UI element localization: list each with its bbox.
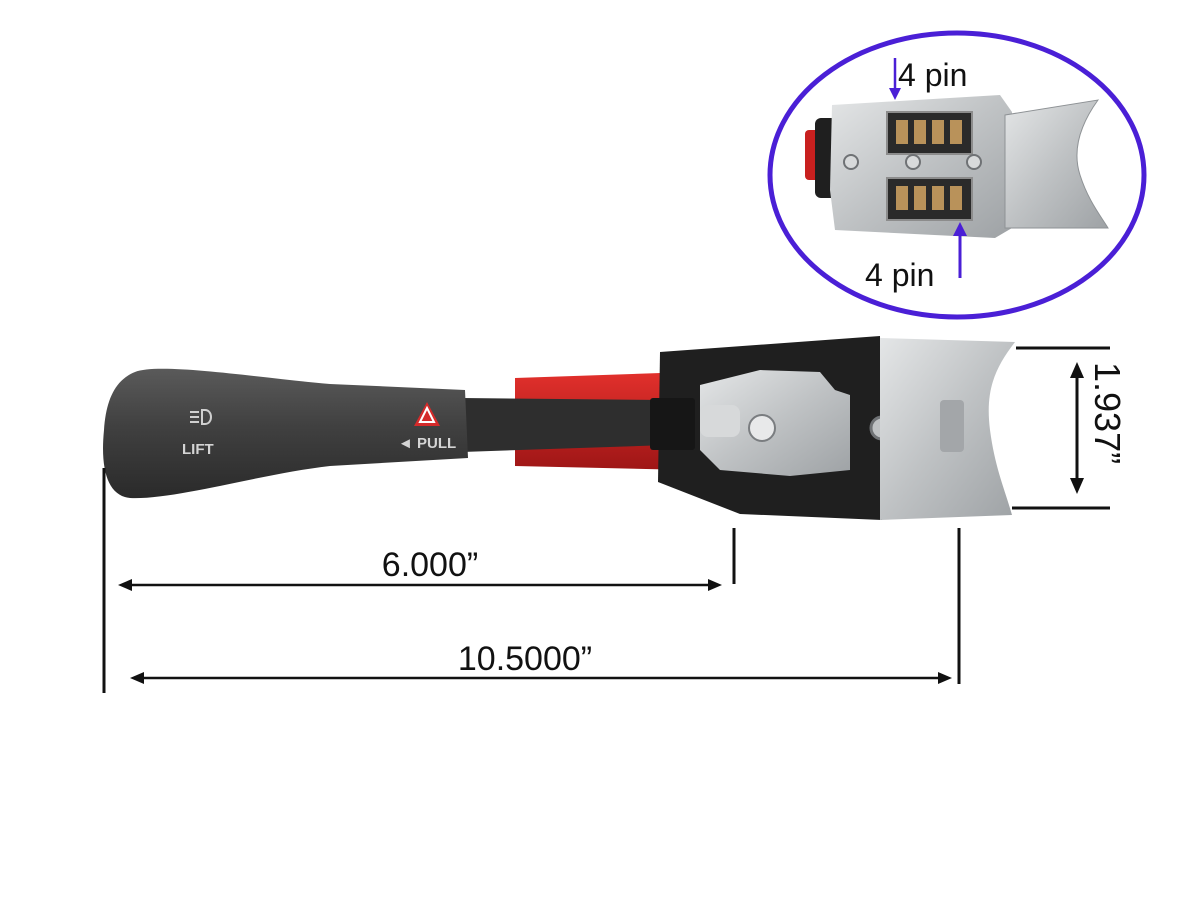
connector-pins (896, 120, 962, 210)
inset-screw-left (843, 154, 859, 170)
dimension-short-length (118, 528, 736, 591)
bottom-pin-arrow (953, 222, 967, 278)
top-pin-label: 4 pin (898, 57, 967, 93)
metal-slider (700, 405, 740, 437)
dimension-width (1012, 346, 1110, 510)
connector-inset: 4 pin 4 pin (767, 30, 1147, 320)
hazard-triangle-icon (414, 402, 440, 426)
turn-signal-switch: LIFT ◄ PULL (103, 336, 1015, 520)
headlight-icon (190, 409, 212, 425)
bracket-slot (940, 400, 964, 452)
bottom-pin-label: 4 pin (865, 257, 934, 293)
lever-handle (103, 368, 469, 499)
dimension-full-length (102, 468, 961, 693)
pull-label: ◄ PULL (398, 435, 456, 452)
lift-label: LIFT (182, 441, 214, 458)
wire-connector (650, 398, 695, 450)
full-length-label: 10.5000” (458, 640, 592, 678)
top-pin-arrow (889, 58, 901, 100)
width-label: 1.937” (1087, 362, 1128, 464)
inset-bracket (1004, 99, 1109, 229)
inset-screw-right (966, 154, 982, 170)
inset-screw-center (905, 154, 921, 170)
center-screw (748, 414, 776, 442)
short-length-label: 6.000” (382, 546, 478, 584)
lever-shaft (462, 398, 668, 452)
